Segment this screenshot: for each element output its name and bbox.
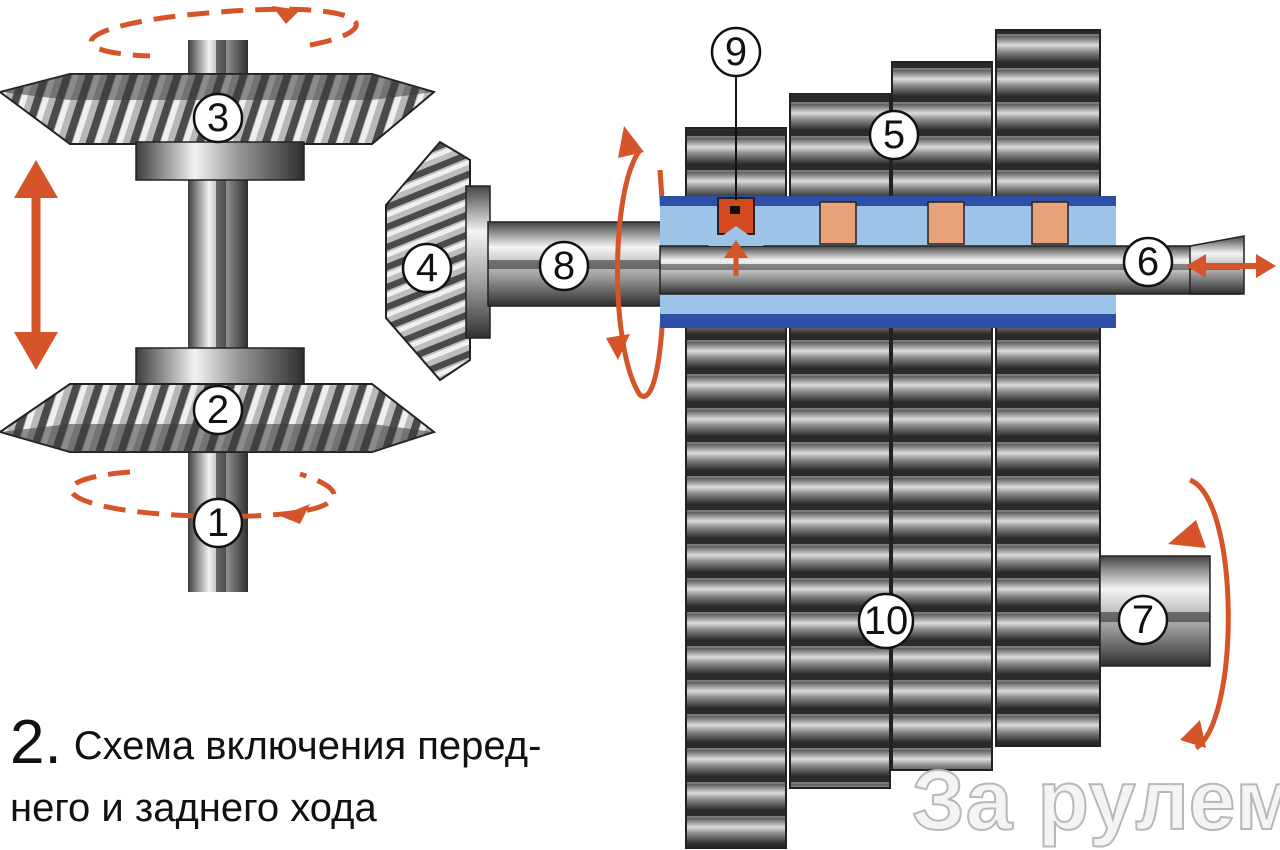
- rotation-arrow-top: [88, 6, 359, 59]
- caption-line-1: Схема включения перед-: [73, 724, 542, 768]
- svg-text:9: 9: [725, 30, 747, 74]
- svg-text:10: 10: [864, 599, 909, 643]
- caption-number: 2.: [10, 708, 62, 777]
- marker-4: 4: [401, 242, 453, 294]
- marker-2: 2: [192, 384, 244, 436]
- marker-3: 3: [192, 92, 244, 144]
- marker-10: 10: [857, 592, 915, 650]
- svg-text:1: 1: [207, 501, 229, 545]
- svg-text:8: 8: [553, 244, 575, 288]
- svg-text:5: 5: [883, 113, 905, 157]
- marker-8: 8: [538, 240, 590, 292]
- svg-text:3: 3: [207, 96, 229, 140]
- key-pin: [927, 201, 965, 245]
- svg-text:7: 7: [1132, 598, 1154, 642]
- marker-1: 1: [192, 497, 244, 549]
- rotation-arrow-shaft-7: [1188, 477, 1231, 751]
- caption-line-2: него и заднего хода: [10, 786, 377, 831]
- key-pin: [819, 201, 857, 245]
- gear-stack-upper: [685, 29, 1101, 205]
- key-pin: [1031, 201, 1069, 245]
- watermark-logo: За рулем: [911, 752, 1280, 848]
- figure-caption: 2.Схема включения перед- него и заднего …: [10, 706, 541, 832]
- svg-text:2: 2: [207, 388, 229, 432]
- marker-6: 6: [1122, 236, 1174, 288]
- gear-stack-lower: [685, 317, 1101, 849]
- marker-5: 5: [868, 109, 920, 161]
- marker-7: 7: [1117, 594, 1169, 646]
- svg-text:4: 4: [416, 246, 438, 290]
- marker-9: 9: [710, 26, 762, 78]
- svg-text:6: 6: [1137, 240, 1159, 284]
